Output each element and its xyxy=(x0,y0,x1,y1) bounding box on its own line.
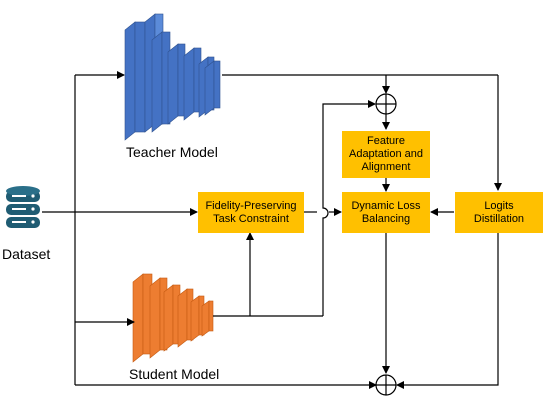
feature-alignment-text: Feature Adaptation and Alignment xyxy=(348,135,423,173)
dataset-label: Dataset xyxy=(2,246,51,262)
dynamic-loss-text: Dynamic Loss Balancing xyxy=(351,199,421,225)
teacher-model-label: Teacher Model xyxy=(126,144,218,160)
student-model-icon xyxy=(132,273,214,363)
feature-alignment-box: Feature Adaptation and Alignment xyxy=(342,131,430,178)
dataset-icon xyxy=(6,186,40,228)
arrow-logits-to-bottom-sum xyxy=(396,233,499,389)
dynamic-loss-box: Dynamic Loss Balancing xyxy=(342,192,430,233)
logits-distillation-box: Logits Distillation xyxy=(455,192,543,233)
fidelity-constraint-text: Fidelity-Preserving Task Constraint xyxy=(205,199,297,225)
student-model-label: Student Model xyxy=(129,366,220,382)
arrow-student-to-top-sum xyxy=(322,100,376,316)
fidelity-constraint-box: Fidelity-Preserving Task Constraint xyxy=(198,192,304,233)
top-sum-node xyxy=(375,93,397,115)
teacher-model-icon xyxy=(124,13,221,141)
bottom-sum-node xyxy=(375,374,397,396)
logits-distillation-text: Logits Distillation xyxy=(473,199,525,225)
